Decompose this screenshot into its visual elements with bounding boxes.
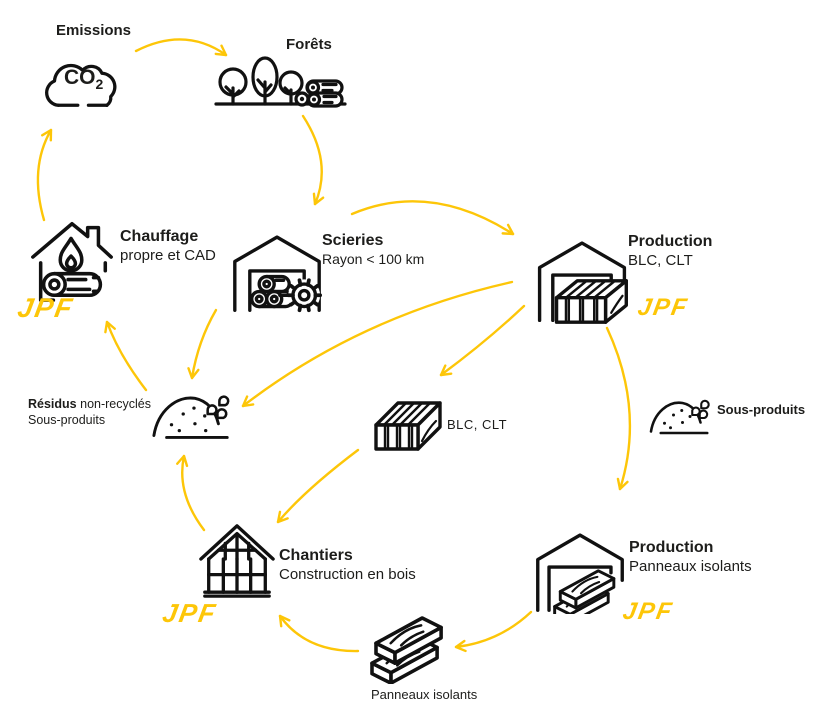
- arrow-emissions-to-forets: [134, 38, 228, 57]
- insulation-panels-icon: [366, 612, 452, 684]
- arrow-chauffage-to-emissions: [36, 128, 53, 222]
- co2-text: CO2: [64, 66, 104, 93]
- production-blc-labels: Production BLC, CLT: [628, 232, 712, 271]
- jpf-logo-production-panneaux: JPF: [620, 598, 676, 625]
- scieries-label: Scieries: [322, 232, 384, 249]
- sawmill-icon: [227, 224, 327, 314]
- production-blc-sublabel: BLC, CLT: [628, 252, 693, 269]
- byproducts-pile-icon: [648, 393, 714, 437]
- jpf-logo-chauffage: JPF: [15, 293, 77, 323]
- scieries-sublabel: Rayon < 100 km: [322, 251, 425, 267]
- arrow-production-to-panneaux-factory: [605, 326, 632, 491]
- residus-label-regular: non-recyclés: [80, 397, 151, 411]
- forest-logs-icon: [213, 52, 348, 110]
- arrow-forets-to-scieries: [301, 114, 325, 206]
- forets-label: Forêts: [286, 36, 332, 53]
- production-blc-label: Production: [628, 233, 713, 250]
- jpf-logo-production-blc: JPF: [635, 294, 691, 321]
- residus-line2: Sous-produits: [28, 413, 106, 428]
- arrow-production-to-residus: [241, 280, 514, 408]
- arrow-panneaux-factory-to-panneaux-item: [454, 610, 533, 653]
- arrow-blc-item-to-chantiers: [276, 448, 360, 524]
- co2-cloud-icon: CO2: [38, 50, 135, 114]
- chauffage-label: Chauffage: [120, 228, 199, 245]
- arrow-chantiers-to-residus: [176, 454, 206, 532]
- jpf-logo-chantiers: JPF: [160, 598, 220, 628]
- sous-produits-label: Sous-produits: [717, 402, 806, 417]
- arrow-panneaux-item-to-chantiers: [278, 614, 360, 653]
- scieries-labels: Scieries Rayon < 100 km: [322, 231, 424, 269]
- timber-frame-house-icon: [197, 520, 277, 600]
- production-panels-factory-icon: [530, 522, 630, 614]
- chantiers-sublabel: Construction en bois: [279, 566, 416, 583]
- emissions-label: Emissions: [56, 22, 132, 39]
- chauffage-sublabel: propre et CAD: [120, 247, 216, 264]
- residus-label-bold: Résidus: [28, 397, 77, 411]
- blc-item-label: BLC, CLT: [447, 417, 508, 432]
- arrow-production-to-blc-item: [439, 304, 526, 377]
- production-panneaux-labels: Production Panneaux isolants: [629, 538, 752, 577]
- production-panneaux-sublabel: Panneaux isolants: [629, 558, 752, 575]
- woodchip-pile-icon: [150, 386, 236, 442]
- production-blc-factory-icon: [532, 228, 632, 326]
- arrow-scieries-to-production: [350, 200, 515, 236]
- blc-beam-icon: [370, 393, 448, 451]
- residus-labels: Résidus non-recyclés Sous-produits: [28, 396, 151, 429]
- chantiers-label: Chantiers: [279, 547, 353, 564]
- chauffage-labels: Chauffage propre et CAD: [120, 227, 216, 266]
- arrow-scieries-to-residus: [187, 308, 218, 380]
- arrow-residus-to-chauffage: [104, 320, 148, 392]
- heating-house-icon: [25, 212, 119, 306]
- panneaux-item-label: Panneaux isolants: [371, 687, 478, 702]
- production-panneaux-label: Production: [629, 539, 714, 556]
- chantiers-labels: Chantiers Construction en bois: [279, 546, 416, 585]
